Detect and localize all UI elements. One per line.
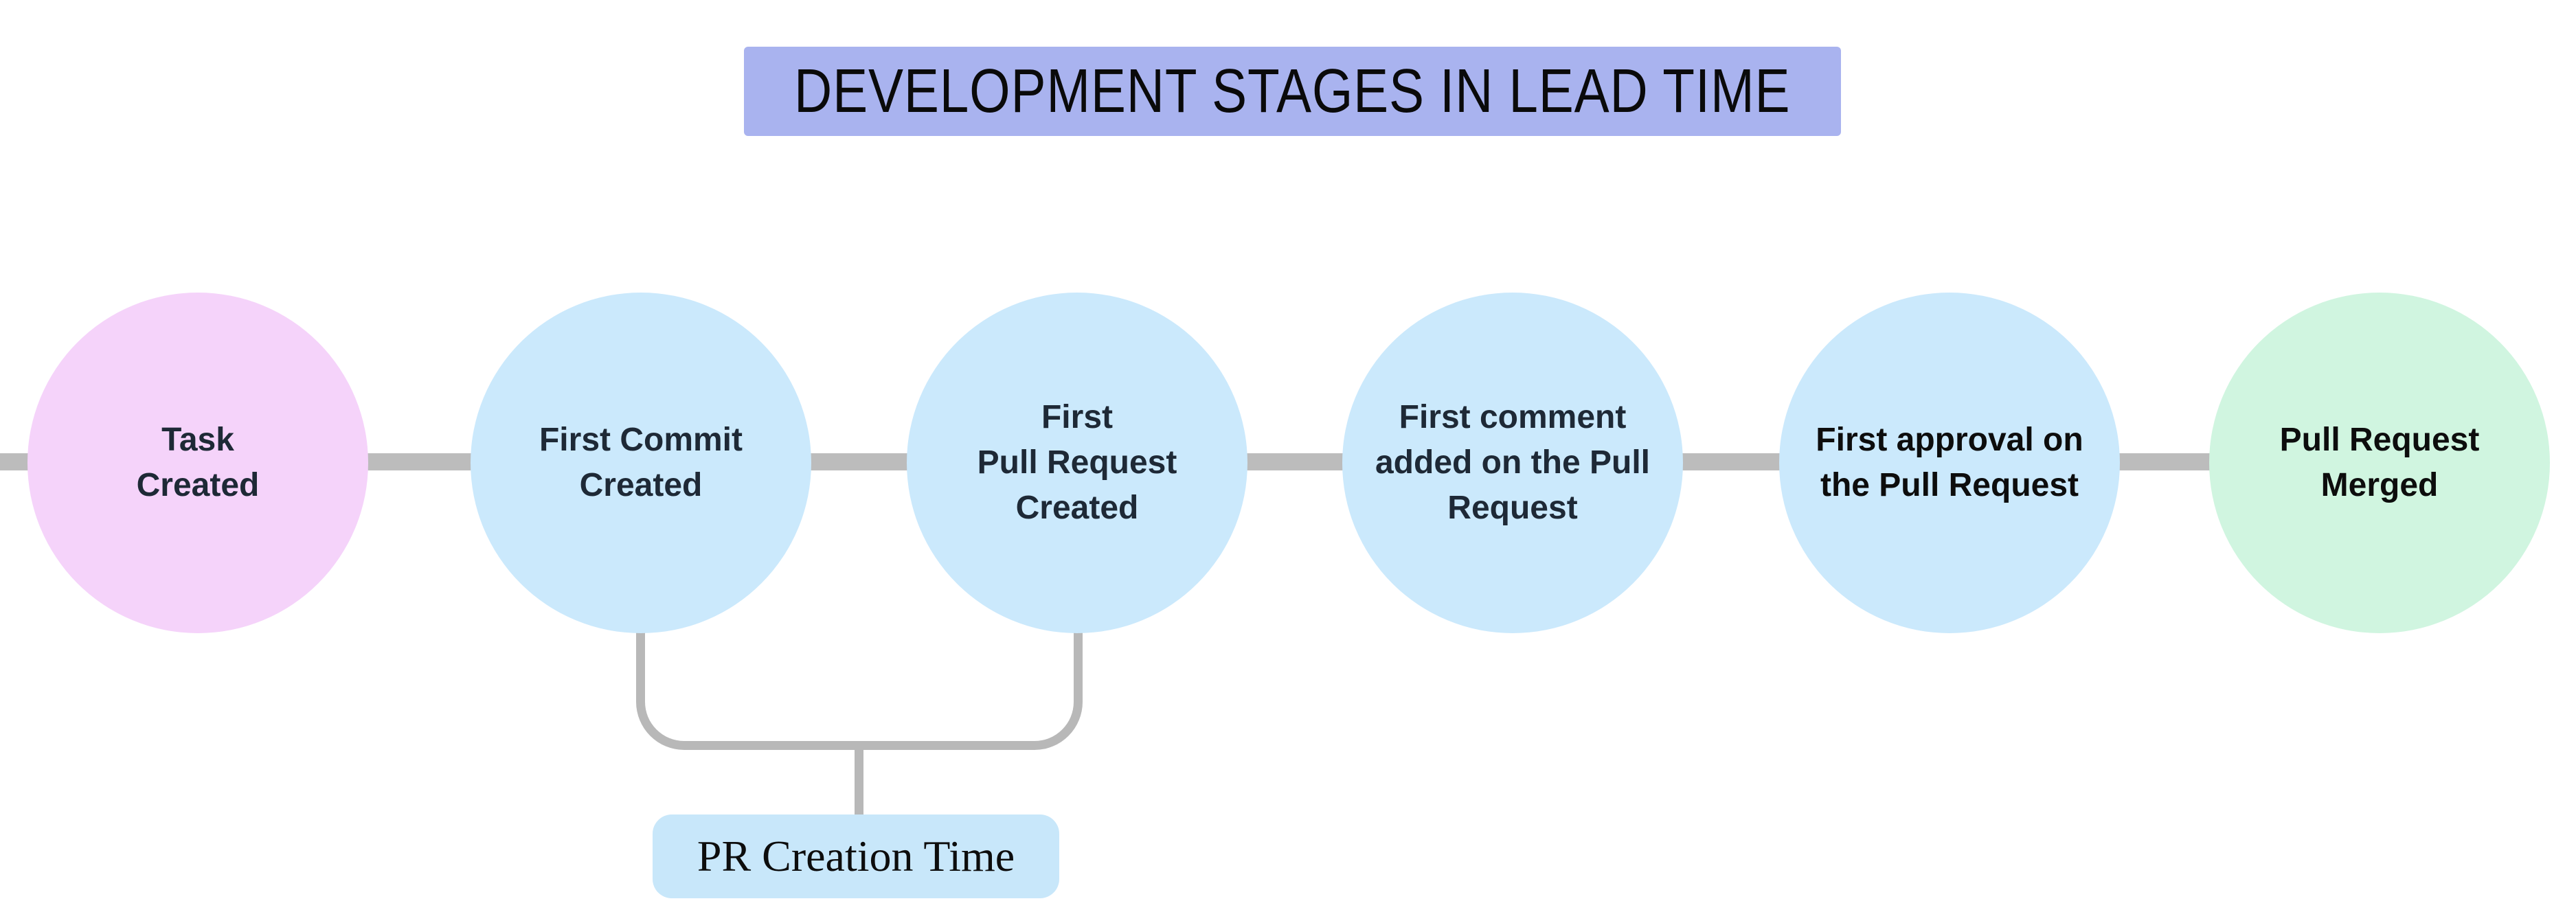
stage-circle-pull-request-merged: Pull Request Merged bbox=[2209, 293, 2550, 633]
stage-circle-first-approval: First approval on the Pull Request bbox=[1779, 293, 2120, 633]
diagram-title: DEVELOPMENT STAGES IN LEAD TIME bbox=[794, 56, 1791, 126]
stage-label: First Commit Created bbox=[539, 421, 743, 503]
pr-creation-time-bracket-stem bbox=[855, 745, 863, 816]
stage-circle-first-pull-request-created: First Pull Request Created bbox=[907, 293, 1247, 633]
stage-label: First comment added on the Pull Request bbox=[1375, 398, 1650, 527]
pr-creation-time-label: PR Creation Time bbox=[697, 832, 1015, 880]
stage-circle-first-commit-created: First Commit Created bbox=[471, 293, 811, 633]
stage-label: Task Created bbox=[136, 421, 260, 503]
diagram-title-box: DEVELOPMENT STAGES IN LEAD TIME bbox=[744, 47, 1841, 136]
stage-circle-task-created: Task Created bbox=[27, 293, 368, 633]
pr-creation-time-bracket bbox=[636, 629, 1083, 750]
stage-label: First Pull Request Created bbox=[977, 398, 1177, 527]
stage-circle-first-comment-added: First comment added on the Pull Request bbox=[1342, 293, 1683, 633]
pr-creation-time-label-box: PR Creation Time bbox=[653, 814, 1059, 898]
stage-label: Pull Request Merged bbox=[2279, 421, 2480, 503]
stage-label: First approval on the Pull Request bbox=[1816, 421, 2083, 503]
